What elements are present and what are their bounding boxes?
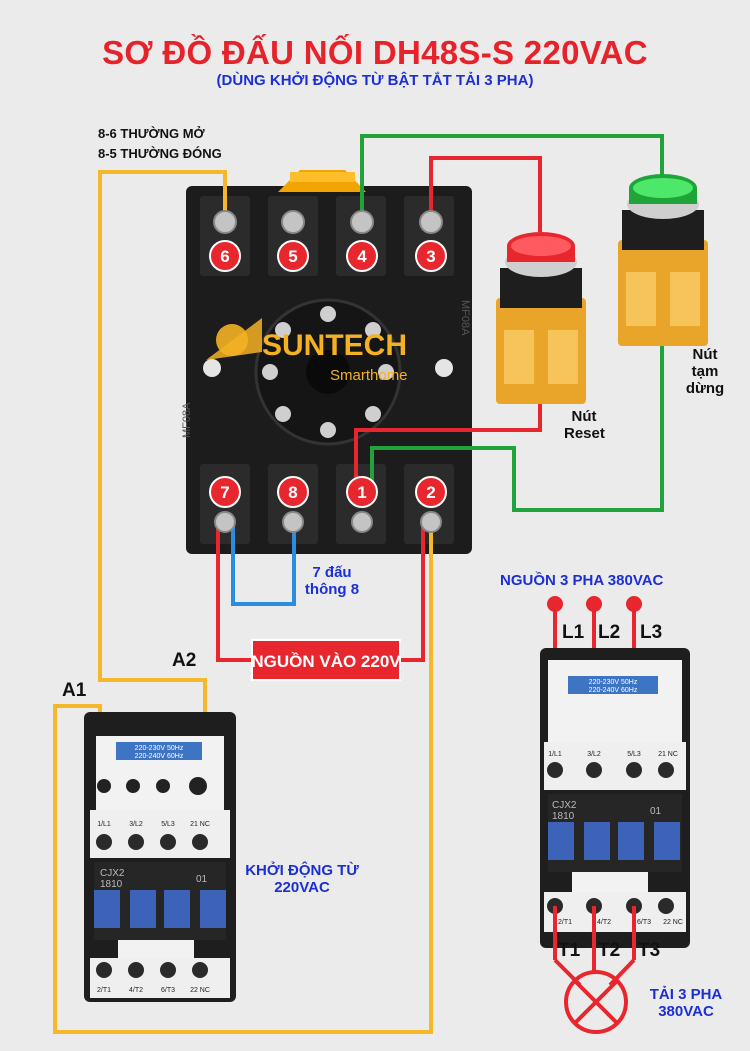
phase-t2-label: T2	[598, 940, 620, 961]
left-contactor-label: KHỞI ĐỘNG TỪ 220VAC	[245, 862, 359, 896]
power-input-box	[251, 639, 401, 681]
terminal-5-label: 5	[288, 247, 297, 266]
left-bottom-term-1: 2/T1	[97, 987, 111, 994]
terminal-7-label: 7	[220, 483, 229, 502]
socket-side-mark-top: MF08A	[459, 300, 471, 336]
terminal-1-label: 1	[357, 483, 366, 502]
terminal-4-label: 4	[357, 247, 367, 266]
top-terminal-badges	[209, 240, 447, 272]
right-rating-1: 220-230V 50Hz	[589, 679, 638, 686]
wire-green-4-to-pause	[360, 134, 664, 226]
wire-green-pause-to-1	[370, 346, 664, 512]
phase-l2-label: L2	[598, 622, 620, 643]
left-model: CJX2	[100, 868, 125, 879]
right-top-term-4: 21 NC	[658, 751, 678, 758]
logo-subtext: Smarthome	[330, 367, 408, 384]
top-terminal-screws	[213, 210, 443, 234]
left-top-term-3: 5/L3	[161, 821, 175, 828]
phase-t1-label: T1	[558, 940, 581, 961]
left-bottom-term-2: 4/T2	[129, 987, 143, 994]
right-bottom-term-4: 22 NC	[663, 919, 683, 926]
socket-side-mark-bottom: MF08A	[181, 402, 193, 438]
right-top-term-2: 3/L2	[587, 751, 601, 758]
wire-red-power-7	[216, 520, 252, 662]
right-model-num: 1810	[552, 811, 575, 822]
terminal-8-label: 8	[288, 483, 297, 502]
left-top-term-2: 3/L2	[129, 821, 143, 828]
reset-button-label: Nút Reset	[564, 408, 605, 442]
terminal-3-label: 3	[426, 247, 435, 266]
right-aux: 01	[650, 806, 662, 817]
pause-button-label: Nút tạm dừng	[685, 346, 725, 397]
wire-red-3-to-reset	[429, 156, 542, 232]
logo-text: SUNTECH	[262, 329, 407, 362]
bridge-note: 7 đấu thông 8	[304, 564, 360, 598]
wire-red-reset-to-1	[354, 404, 542, 493]
contact-note-normally-closed: 8-5 THƯỜNG ĐÓNG	[98, 146, 222, 161]
phase-l1-label: L1	[562, 622, 585, 643]
right-bottom-term-2: 4/T2	[597, 919, 611, 926]
three-phase-load-label: TẢI 3 PHA 380VAC	[649, 986, 723, 1020]
power-input-label: NGUỒN VÀO 220V	[251, 652, 401, 671]
left-rating-1: 220-230V 50Hz	[135, 745, 184, 752]
left-bottom-term-4: 22 NC	[190, 987, 210, 994]
right-top-term-3: 5/L3	[627, 751, 641, 758]
wire-yellow-6-to-a2	[98, 170, 227, 712]
terminal-2-label: 2	[426, 483, 435, 502]
left-model-num: 1810	[100, 879, 123, 890]
diagram-title: SƠ ĐỒ ĐẤU NỐI DH48S-S 220VAC	[102, 34, 648, 71]
left-contactor	[84, 712, 236, 1002]
relay-socket	[186, 170, 472, 554]
load-lamp-icon	[564, 970, 628, 1034]
left-aux: 01	[196, 874, 208, 885]
coil-a2-label: A2	[172, 650, 197, 671]
right-contactor	[540, 648, 690, 948]
left-top-term-4: 21 NC	[190, 821, 210, 828]
right-rating-2: 220-240V 60Hz	[589, 687, 638, 694]
diagram-subtitle: (DÙNG KHỞI ĐỘNG TỪ BẬT TẮT TẢI 3 PHA)	[216, 72, 534, 89]
wire-blue-bridge-7-8	[231, 520, 296, 606]
left-bottom-term-3: 6/T3	[161, 987, 175, 994]
phase-t3-label: T3	[638, 940, 660, 961]
right-top-term-1: 1/L1	[548, 751, 562, 758]
pause-button	[618, 174, 708, 346]
three-phase-source-label: NGUỒN 3 PHA 380VAC	[500, 572, 664, 589]
contact-note-normally-open: 8-6 THƯỜNG MỞ	[98, 126, 205, 141]
right-bottom-term-3: 6/T3	[637, 919, 651, 926]
phase-l3-label: L3	[640, 622, 662, 643]
right-model: CJX2	[552, 800, 577, 811]
three-phase-load	[553, 906, 636, 1034]
left-rating-2: 220-240V 60Hz	[135, 753, 184, 760]
left-top-term-1: 1/L1	[97, 821, 111, 828]
coil-a1-label: A1	[62, 680, 87, 701]
right-bottom-term-1: 2/T1	[558, 919, 572, 926]
reset-button	[496, 232, 586, 404]
terminal-6-label: 6	[220, 247, 229, 266]
bottom-terminal-badges	[209, 476, 447, 533]
wire-yellow-2-to-a1	[53, 520, 433, 1034]
wire-red-power-2	[400, 520, 425, 662]
suntech-logo: SUNTECH Smarthome	[206, 318, 408, 384]
